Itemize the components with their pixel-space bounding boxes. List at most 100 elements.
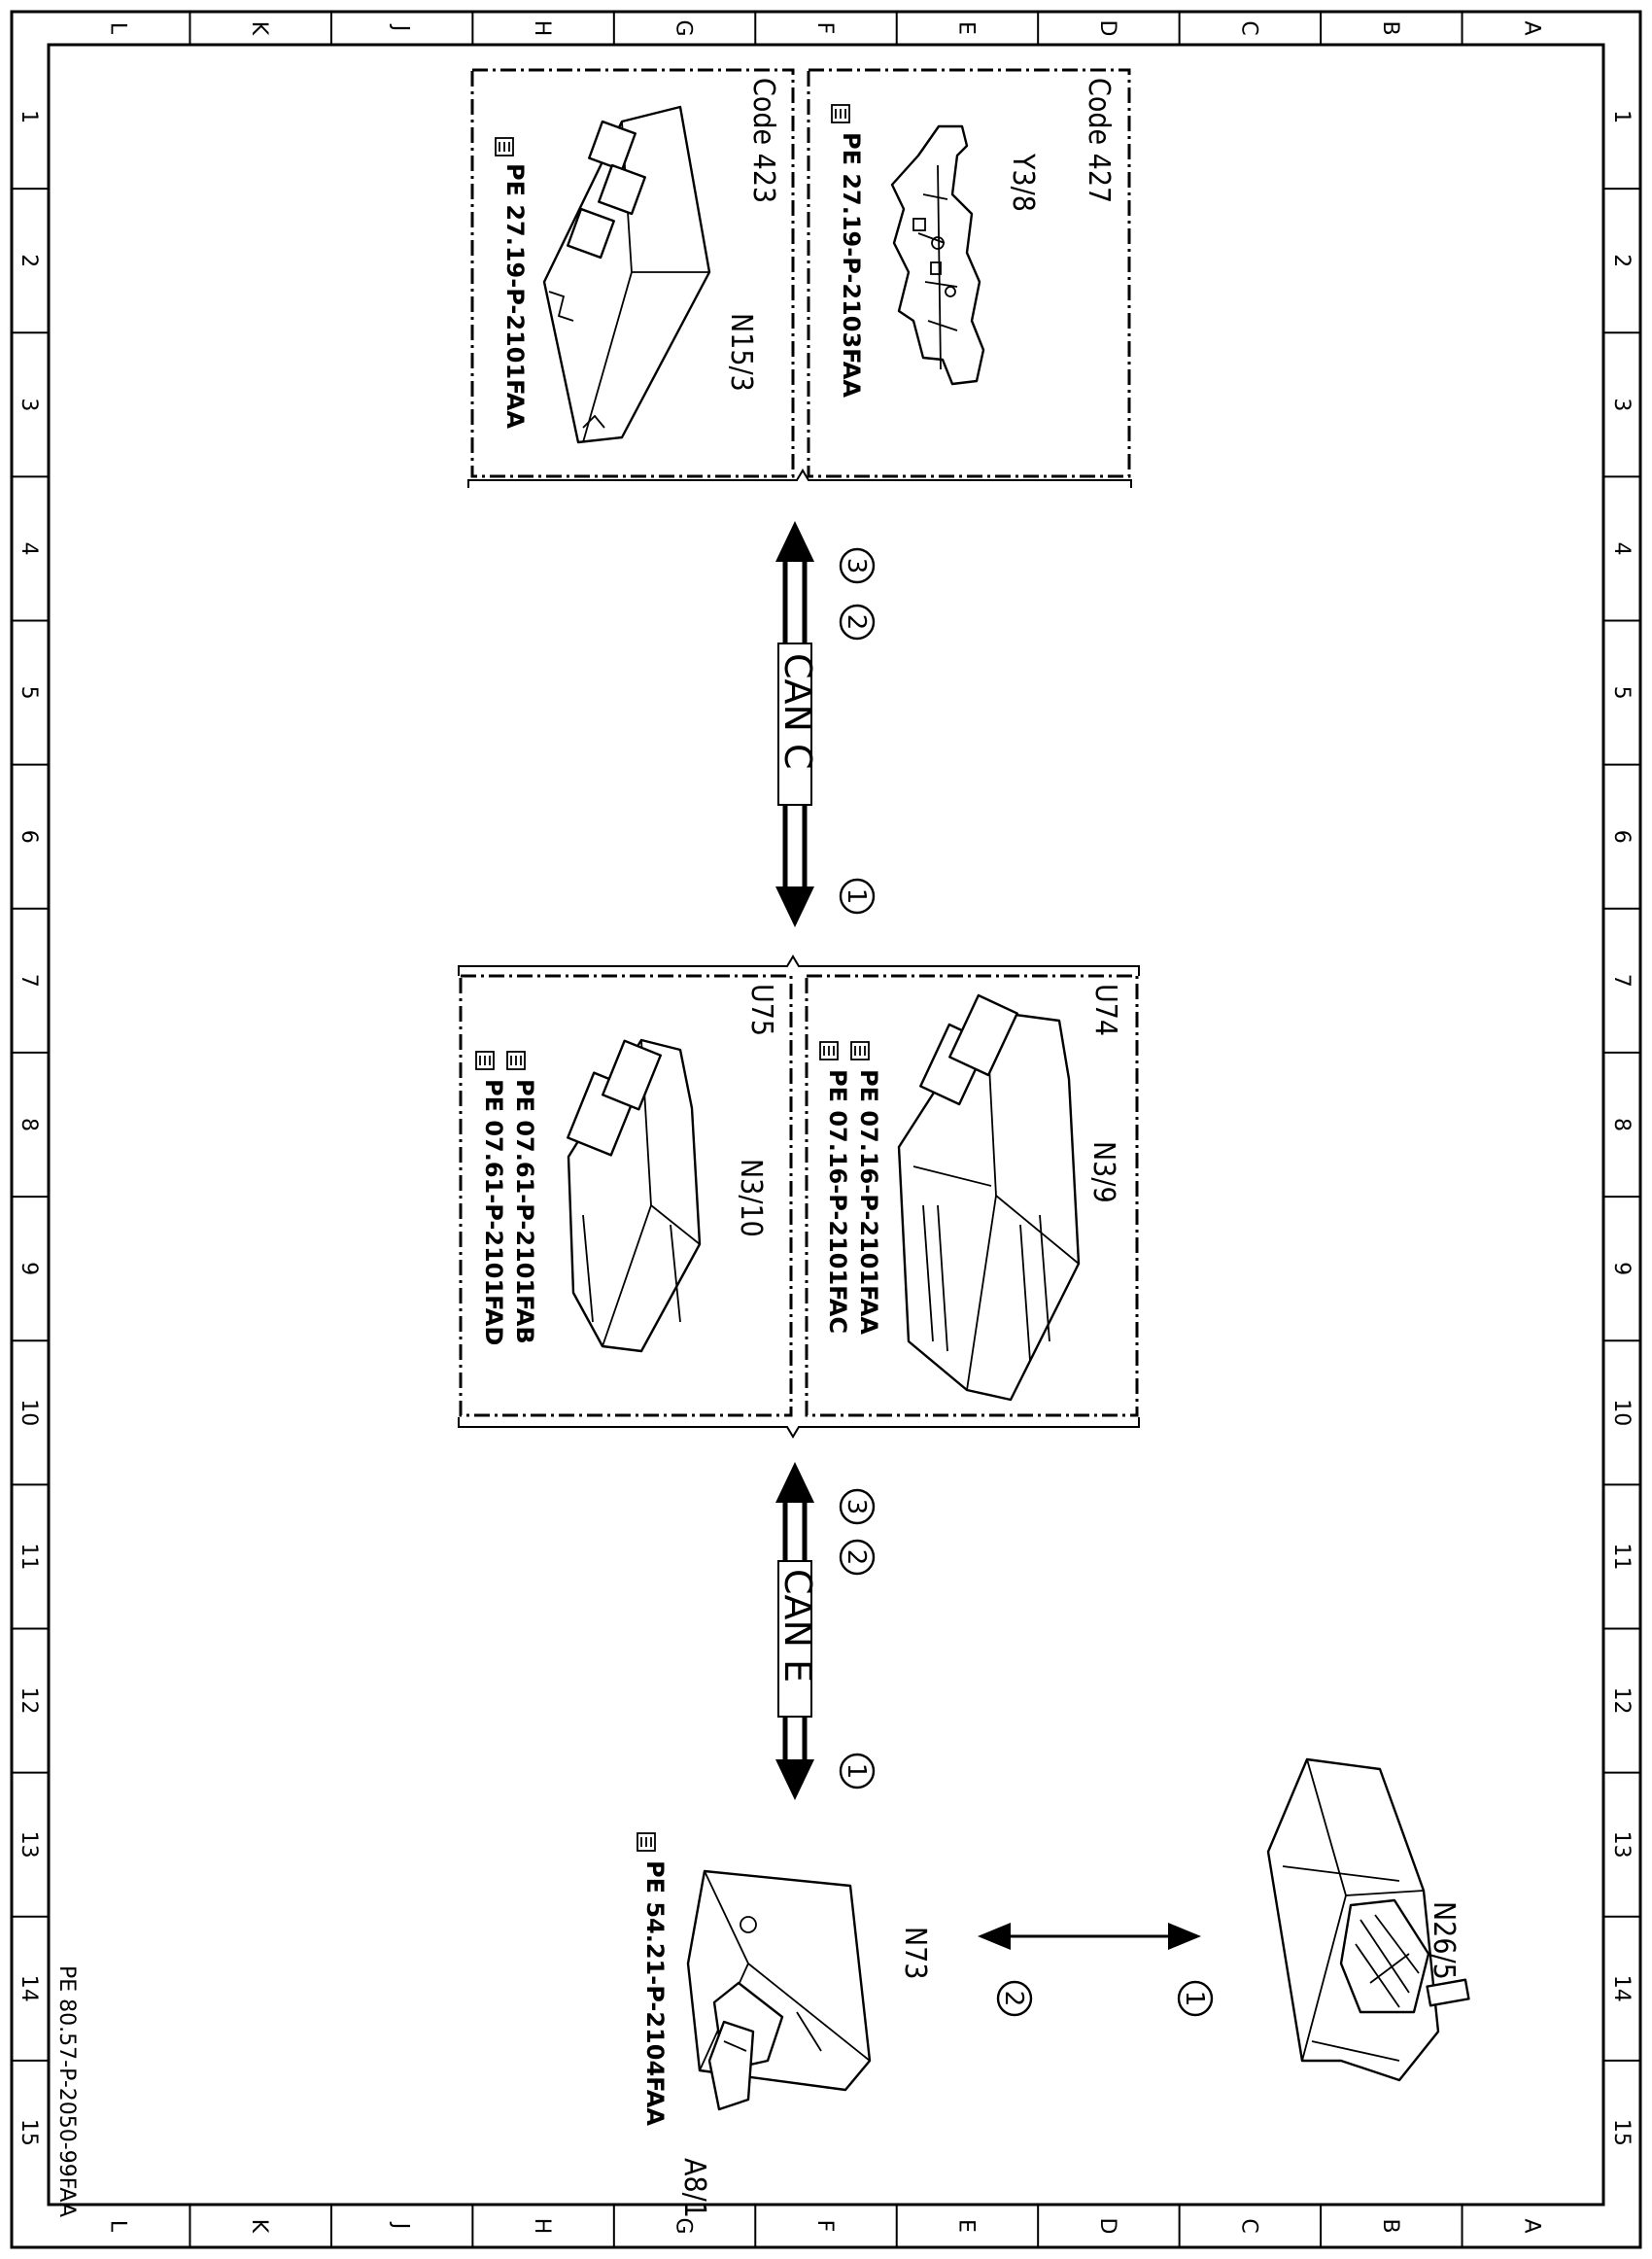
grid-row-label: 7 — [1609, 974, 1634, 988]
hand-pointer-icon — [831, 104, 850, 123]
grid-row-label: 6 — [17, 830, 41, 844]
can-e-bus: CAN E 3 2 1 — [775, 1462, 876, 1800]
grid-row-label: 13 — [1609, 1831, 1634, 1859]
svg-text:1: 1 — [842, 1763, 871, 1780]
can-e-marker-2: 2 — [839, 1539, 876, 1576]
grid-column-label: C — [1236, 2218, 1260, 2233]
n73-label: N73 — [898, 1927, 932, 1980]
grid-column-label: G — [671, 19, 696, 36]
n26-5-module: N26/5 — [1266, 1757, 1470, 2082]
group-middle-brace-bottom — [458, 1417, 1140, 1439]
svg-text:3: 3 — [842, 1499, 871, 1515]
grid-column-label: E — [953, 2219, 978, 2233]
link-marker-1: 1 — [1177, 1980, 1214, 2017]
can-c-bus: CAN C 3 2 1 — [775, 521, 876, 927]
box-code-427-ref: PE 27.19-P-2103FAA — [838, 132, 865, 398]
grid-row-label: 5 — [1609, 686, 1634, 700]
can-e-arrowhead-down — [775, 1759, 814, 1800]
group-middle-brace-top — [458, 955, 1140, 976]
grid-row-label: 6 — [1609, 830, 1634, 844]
grid-row-label: 15 — [1609, 2119, 1634, 2146]
n73-ignition-switch: N73 A8/1 PE 54.21-P-2104FAA — [637, 1832, 932, 2218]
grid-column-label: J — [389, 23, 413, 32]
document-id: PE 80.57-P-2050-99FAA — [54, 1965, 79, 2217]
n73-ref: PE 54.21-P-2104FAA — [641, 1860, 669, 2126]
box-u75 — [459, 974, 793, 1417]
box-u75-code: U75 — [744, 984, 778, 1036]
box-code-427-component: Y3/8 — [1006, 153, 1040, 212]
box-code-427-code: Code 427 — [1082, 78, 1116, 203]
grid-row-label: 14 — [17, 1975, 41, 2002]
can-c-marker-1: 1 — [839, 878, 876, 915]
grid-row-label: 9 — [17, 1262, 41, 1275]
grid-column-label: G — [671, 2217, 696, 2234]
box-u74-code: U74 — [1088, 984, 1122, 1036]
box-u74-component: N3/9 — [1086, 1141, 1120, 1203]
y3-8-valve-plate-illustration — [890, 124, 985, 386]
inner-frame — [47, 43, 1605, 2207]
box-code-423-component: N15/3 — [724, 313, 758, 392]
box-code-423-code: Code 423 — [746, 78, 780, 203]
n15-3-control-unit-illustration — [542, 105, 711, 444]
grid-column-label: D — [1095, 2218, 1119, 2235]
svg-text:2: 2 — [842, 1549, 871, 1566]
hand-pointer-icon — [506, 1051, 526, 1070]
n73-switch-illustration — [686, 1869, 872, 2111]
box-code-423 — [470, 68, 795, 478]
grid-row-label: 3 — [1609, 398, 1634, 411]
grid-column-label: K — [247, 21, 271, 36]
grid-column-label: K — [247, 2219, 271, 2234]
svg-text:2: 2 — [999, 1991, 1028, 2007]
grid-row-label: 10 — [1609, 1399, 1634, 1426]
can-c-arrowhead-down — [775, 886, 814, 927]
n3-10-engine-control-unit-illustration — [567, 1038, 702, 1353]
grid-row-label: 12 — [17, 1687, 41, 1715]
grid-column-label: H — [530, 2218, 554, 2235]
hand-pointer-icon — [637, 1832, 656, 1852]
can-e-marker-1: 1 — [839, 1753, 876, 1790]
box-code-427 — [807, 68, 1131, 478]
grid-row-label: 7 — [17, 974, 41, 988]
link-arrowhead-right — [1168, 1923, 1201, 1950]
can-c-arrowhead-up — [775, 521, 814, 562]
group-top-brace — [467, 469, 1132, 488]
can-e-label: CAN E — [776, 1569, 819, 1683]
grid-row-label: 3 — [17, 398, 41, 411]
grid-column-label: H — [530, 20, 554, 37]
grid-row-label: 1 — [17, 110, 41, 123]
grid-lines — [12, 12, 1640, 2247]
box-code-423-ref: PE 27.19-P-2101FAA — [501, 163, 529, 429]
grid-column-label: A — [1519, 20, 1543, 35]
box-u75-ref-1: PE 07.61-P-2101FAB — [511, 1079, 538, 1344]
n26-5-illustration — [1266, 1757, 1470, 2082]
hand-pointer-icon — [495, 137, 514, 156]
can-e-arrowhead-up — [775, 1462, 814, 1503]
grid-column-label: L — [106, 22, 130, 35]
grid-column-label: A — [1519, 2218, 1543, 2233]
svg-text:1: 1 — [842, 888, 871, 905]
link-marker-2: 2 — [996, 1980, 1033, 2017]
outer-frame — [10, 10, 1642, 2249]
link-arrowhead-left — [978, 1923, 1011, 1950]
grid-row-label: 5 — [17, 686, 41, 700]
can-e-marker-3: 3 — [839, 1488, 876, 1525]
grid-row-label: 10 — [17, 1399, 41, 1426]
hand-pointer-icon — [819, 1041, 839, 1060]
grid-row-label: 11 — [17, 1543, 41, 1570]
can-c-marker-2: 2 — [839, 604, 876, 641]
n73-n26-link: 2 1 — [978, 1923, 1214, 2017]
grid-row-label: 14 — [1609, 1975, 1634, 2002]
grid-column-label: J — [389, 2221, 413, 2230]
box-u74-ref-1: PE 07.16-P-2101FAA — [855, 1069, 882, 1335]
can-c-label: CAN C — [776, 653, 819, 770]
grid-column-label: C — [1236, 20, 1260, 35]
svg-text:2: 2 — [842, 614, 871, 631]
a8-1-label: A8/1 — [677, 2158, 711, 2218]
grid-row-label: 15 — [17, 2119, 41, 2146]
svg-text:1: 1 — [1180, 1991, 1209, 2007]
grid-row-label: 13 — [17, 1831, 41, 1859]
grid-column-label: F — [812, 22, 837, 35]
grid-row-label: 9 — [1609, 1262, 1634, 1275]
grid-column-label: F — [812, 2220, 837, 2233]
